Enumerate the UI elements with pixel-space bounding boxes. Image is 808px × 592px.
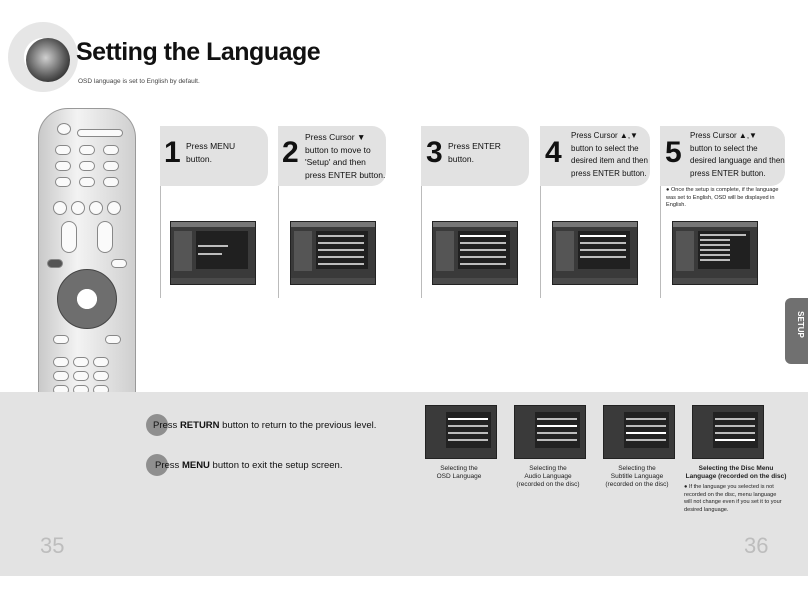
page-number-left: 35 — [40, 533, 65, 558]
bullet-circle — [146, 454, 168, 476]
step-4-text: Press Cursor ▲,▼ button to select the de… — [571, 131, 648, 178]
step-3-text: Press ENTER button. — [448, 141, 501, 164]
divider — [160, 186, 161, 298]
step-4-panel — [540, 126, 650, 186]
audio-language-screen-image — [514, 405, 586, 459]
step-4-screen-image — [552, 221, 638, 285]
step-2-panel — [278, 126, 386, 186]
step-2-number: 2 — [282, 136, 299, 169]
page-subtitle: OSD language is set to English by defaul… — [78, 78, 200, 85]
step-4-number: 4 — [545, 136, 562, 169]
page-title: Setting the Language — [76, 38, 321, 66]
header-logo-sphere — [26, 38, 70, 82]
step-1-panel — [160, 126, 268, 186]
divider — [421, 186, 422, 298]
step-5-text: Press Cursor ▲,▼ button to select the de… — [690, 131, 785, 178]
step-5-number: 5 — [665, 136, 682, 169]
step-5-screen-image — [672, 221, 758, 285]
divider — [540, 186, 541, 298]
step-1-text: Press MENU button. — [186, 141, 236, 164]
step-1-number: 1 — [164, 136, 181, 169]
menu-instruction: Press MENU button to exit the setup scre… — [155, 460, 343, 471]
disc-menu-note: ● If the language you selected is not re… — [684, 484, 782, 513]
osd-language-screen-image — [425, 405, 497, 459]
step-1-screen-image — [170, 221, 256, 285]
setup-side-tab: SETUP — [785, 298, 808, 364]
step-2-screen-image — [290, 221, 376, 285]
subtitle-language-screen-image — [603, 405, 675, 459]
step-2-text: Press Cursor ▼ button to move to 'Setup'… — [305, 132, 386, 180]
disc-menu-language-screen-image — [692, 405, 764, 459]
divider — [278, 186, 279, 298]
page-number-right: 36 — [744, 533, 769, 558]
divider — [660, 186, 661, 298]
bullet-circle — [146, 414, 168, 436]
step-5-panel — [660, 126, 785, 186]
step-3-panel — [421, 126, 529, 186]
return-instruction: Press RETURN button to return to the pre… — [153, 420, 377, 431]
step-3-number: 3 — [426, 136, 443, 169]
step-3-screen-image — [432, 221, 518, 285]
step-5-note: ● Once the setup is complete, if the lan… — [666, 187, 779, 208]
